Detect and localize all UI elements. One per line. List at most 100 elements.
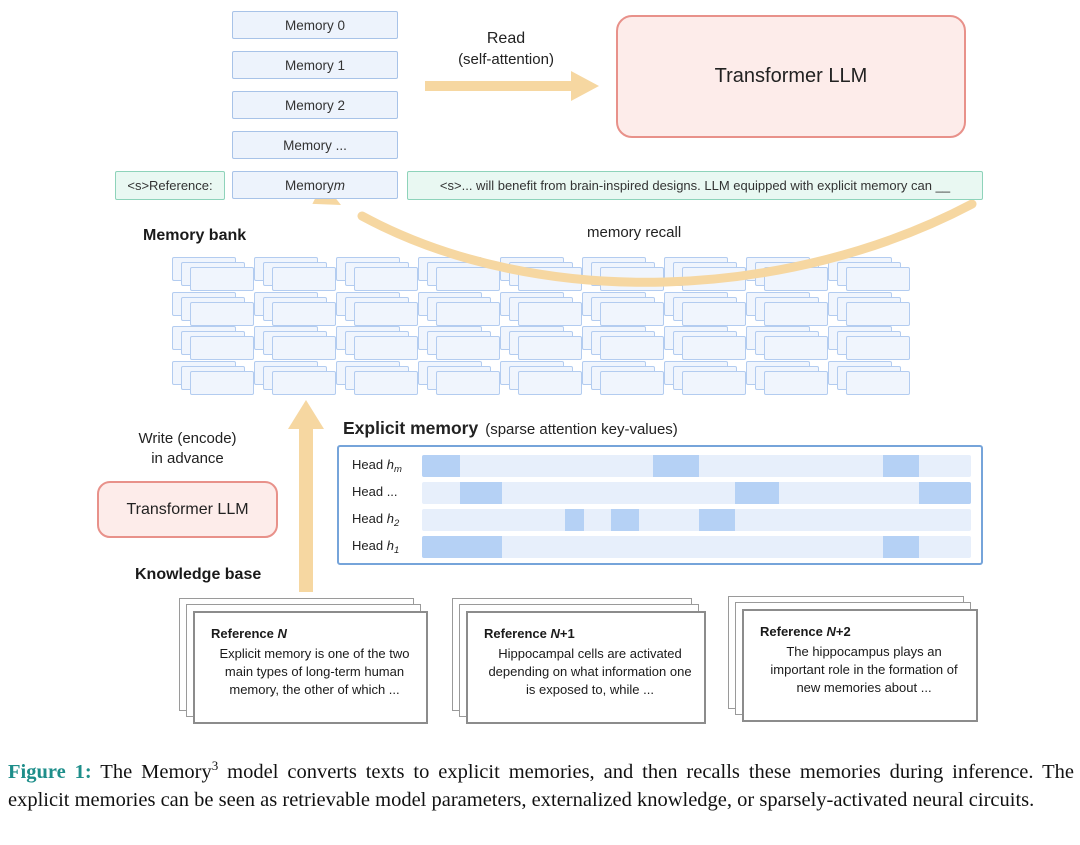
memory-stack-item [336,257,418,292]
reference-card-stack-n: Reference N Explicit memory is one of th… [179,598,428,724]
memory-stack-item [746,291,828,327]
memory-stack-item [418,360,500,396]
memory-stack-item [746,326,828,361]
memory-stack-item [336,291,418,327]
memory-stack-item [418,257,500,292]
reference-card-n2: Reference N+2 The hippocampus plays an i… [742,609,978,722]
memory-stack-item [500,360,582,396]
head-h1-label: Head h1 [352,538,400,556]
write-encode-label: Write (encode) in advance [95,429,280,469]
reference-card-stack-n1: Reference N+1 Hippocampal cells are acti… [452,598,706,724]
head-row-hm: Head hm [352,455,971,477]
reference-card-n-body: Explicit memory is one of the two main t… [219,646,410,697]
figure-caption-label: Figure 1: [8,760,92,783]
write-label-line2: in advance [151,450,224,467]
reference-card-n1: Reference N+1 Hippocampal cells are acti… [466,611,706,724]
head-ellipsis-strip [422,482,971,504]
memory-recall-label: memory recall [587,224,682,241]
prompt-text: <s>... will benefit from brain-inspired … [439,178,951,193]
memory-bank-label: Memory bank [143,227,247,244]
memory-box-ellipsis-label: Memory ... [283,137,347,153]
memory-stack-item [664,291,746,327]
explicit-memory-subtitle: (sparse attention key-values) [485,421,678,438]
attention-segment [883,536,919,558]
memory-box-0: Memory 0 [232,11,398,39]
head-h1-strip [422,536,971,558]
read-label-line1: Read [486,30,526,47]
head-hm-label: Head hm [352,457,402,475]
explicit-memory-title-text: Explicit memory [343,418,479,438]
reference-card-n: Reference N Explicit memory is one of th… [193,611,428,724]
memory-stack-item [828,257,910,292]
reference-card-n2-title: Reference N+2 [760,624,851,639]
attention-segment [460,482,502,504]
memory-stack-item [828,326,910,361]
memory-stack-item [582,360,664,396]
write-label-line1: Write (encode) [138,430,237,447]
head-row-h2: Head h2 [352,509,971,531]
attention-segment [699,509,735,531]
head-row-ellipsis: Head ... [352,482,971,504]
memory-stack-item [418,326,500,361]
memory-stack-item [172,291,254,327]
memory-bank-grid [172,257,917,397]
reference-card-n1-body: Hippocampal cells are activated dependin… [488,646,692,697]
attention-segment [918,482,971,504]
reference-token-text: <s>Reference: [127,178,213,193]
memory-stack-item [254,291,336,327]
memory-stack-item [746,360,828,396]
memory-stack-item [500,257,582,292]
reference-card-n-title: Reference N [211,626,287,641]
write-arrow [288,400,324,592]
memory-stack-item [664,360,746,396]
memory-box-m: Memory m [232,171,398,199]
memory-stack-item [172,257,254,292]
head-row-h1: Head h1 [352,536,971,558]
reference-card-n2-body: The hippocampus plays an important role … [770,644,958,695]
memory-stack-item [172,326,254,361]
read-label-line2: (self-attention) [458,51,554,68]
head-h2-label: Head h2 [352,511,400,529]
head-hm-strip [422,455,971,477]
knowledge-base-label: Knowledge base [135,566,262,583]
transformer-llm-write-label: Transformer LLM [126,500,249,518]
memory-stack-item [336,360,418,396]
memory-stack-item [582,291,664,327]
memory-stack-item [746,257,828,292]
memory-box-1-label: Memory 1 [284,57,345,73]
memory-stack-item [828,360,910,396]
memory-stack-item [664,326,746,361]
attention-segment [564,509,584,531]
head-ellipsis-label: Head ... [352,484,398,499]
transformer-llm-write-box: Transformer LLM [97,481,278,538]
explicit-memory-box: Head hm Head ... Head h2 Head h1 [337,445,983,565]
memory-box-2-label: Memory 2 [284,97,345,113]
explicit-memory-title: Explicit memory (sparse attention key-val… [343,418,678,439]
figure-caption-text-a: The Memory [100,760,212,783]
memory-box-m-prefix: Memory [284,177,334,193]
transformer-llm-top-box: Transformer LLM [616,15,966,138]
reference-card-n1-title: Reference N+1 [484,626,575,641]
prompt-text-box: <s>... will benefit from brain-inspired … [407,171,983,200]
attention-segment [611,509,639,531]
memory-stack-item [254,257,336,292]
reference-token-box: <s>Reference: [115,171,225,200]
memory-stack-item [336,326,418,361]
memory-stack-item [582,257,664,292]
memory-stack-item [500,291,582,327]
attention-segment [422,455,461,477]
attention-segment [883,455,919,477]
memory-stack-item [172,360,254,396]
reference-card-stack-n2: Reference N+2 The hippocampus plays an i… [728,596,978,722]
attention-segment [652,455,700,477]
memory-stack-item [254,360,336,396]
memory-stack-item [582,326,664,361]
memory-box-m-var: m [333,177,345,193]
figure-caption-superscript: 3 [211,758,219,773]
memory-box-0-label: Memory 0 [284,17,345,33]
figure-caption: Figure 1: The Memory3 model converts tex… [8,752,1074,815]
transformer-llm-top-label: Transformer LLM [714,65,868,87]
attention-segment [422,536,502,558]
memory-box-ellipsis: Memory ... [232,131,398,159]
